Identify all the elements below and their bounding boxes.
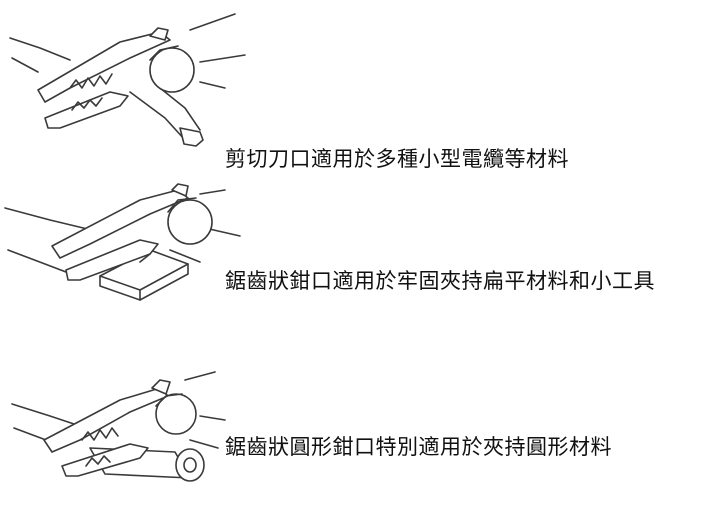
serrated-flat-jaw-figure (4, 183, 241, 301)
serrated-round-jaw-figure (11, 371, 226, 482)
caption-cutting-edge: 剪切刀口適用於多種小型電纜等材料 (225, 147, 569, 171)
caption-serrated-flat-jaw: 鋸齒狀鉗口適用於牢固夾持扁平材料和小工具 (225, 269, 655, 293)
caption-serrated-round-jaw: 鋸齒狀圓形鉗口特別適用於夾持圓形材料 (225, 435, 612, 459)
cutting-edge-figure (9, 13, 246, 147)
